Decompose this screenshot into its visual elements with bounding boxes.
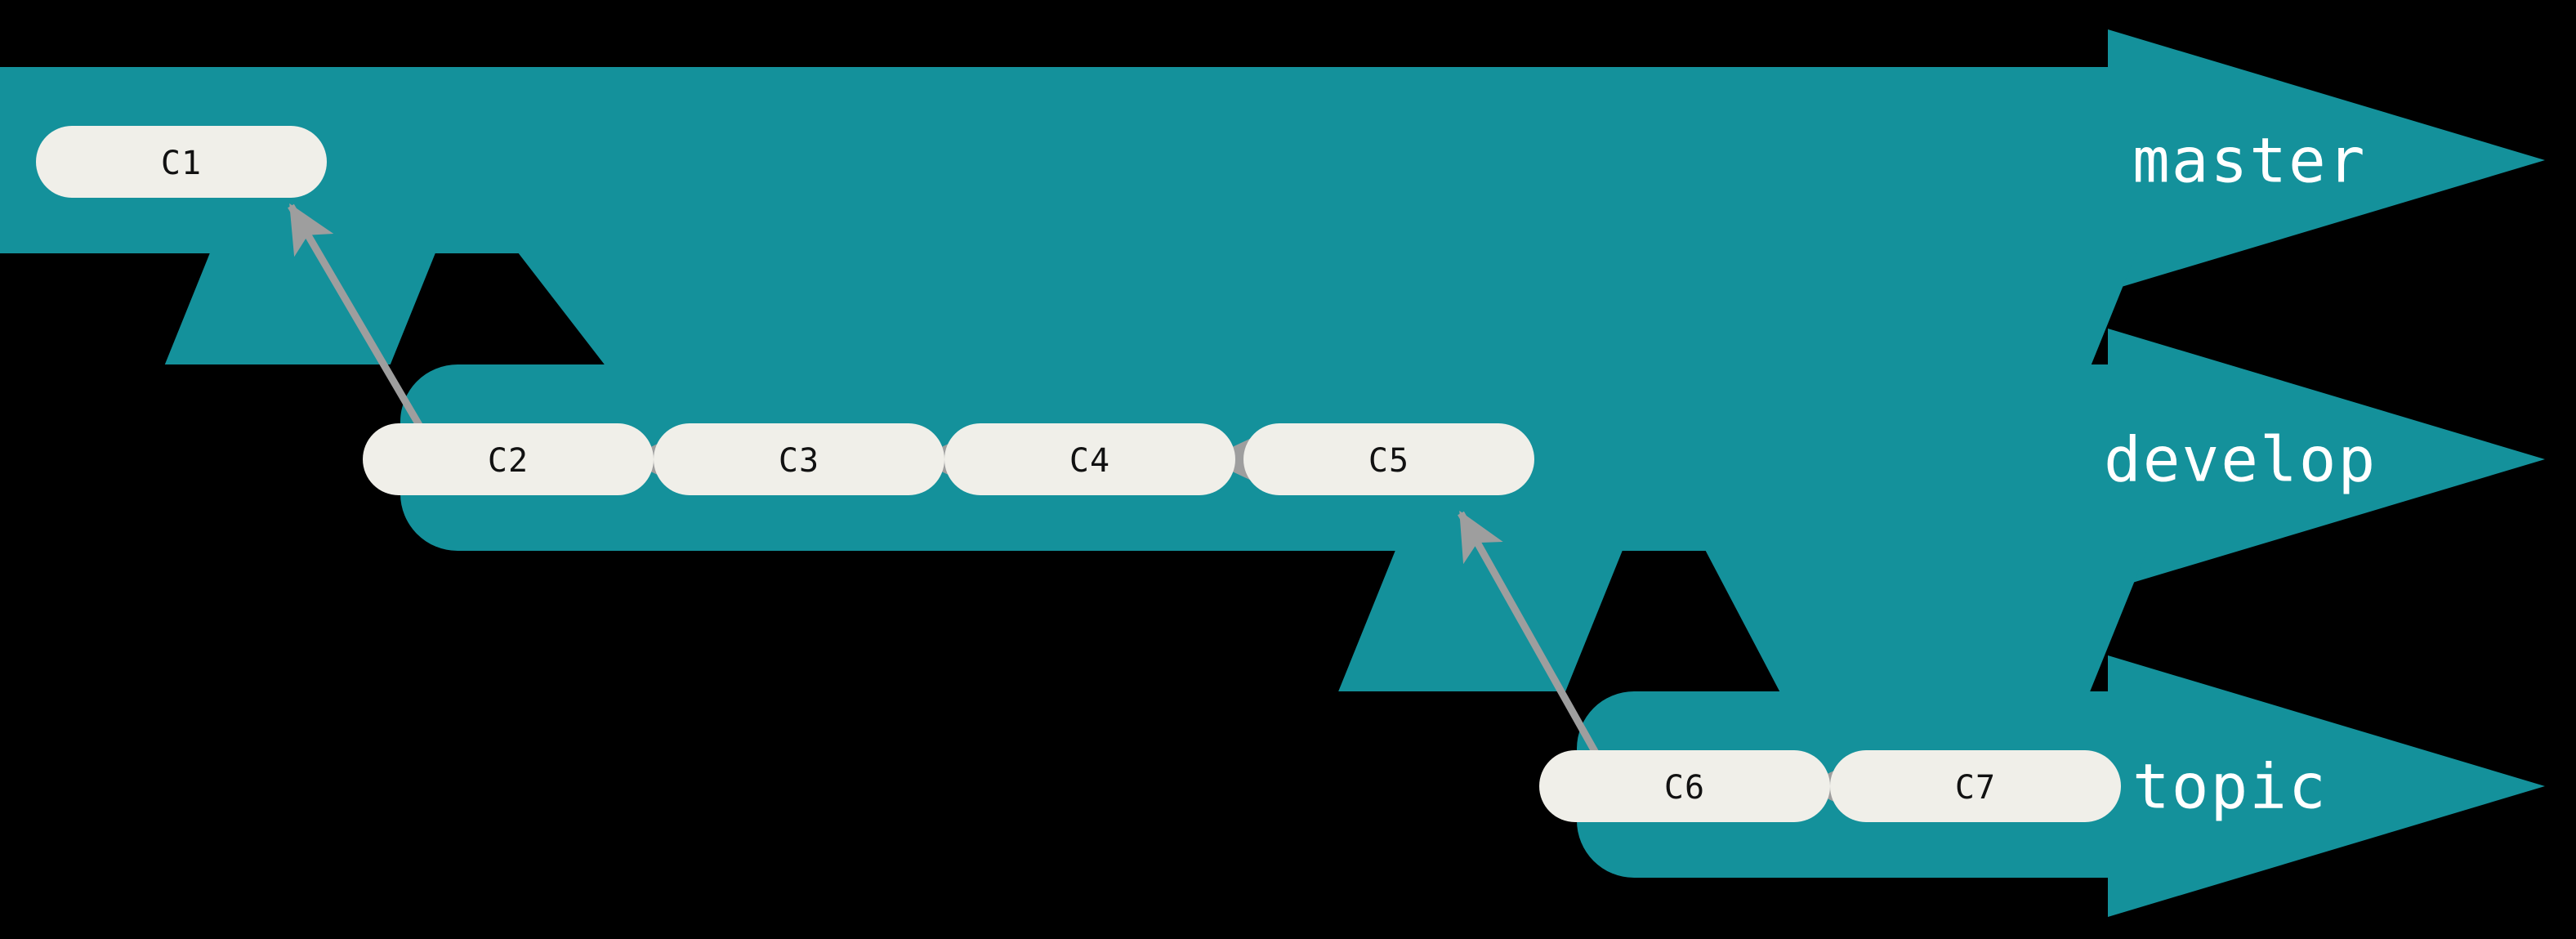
- commit-c1-shape: [36, 126, 327, 198]
- connector-master-to-develop: [164, 253, 435, 364]
- commit-c3-shape: [654, 423, 944, 495]
- branch-master-bar: [0, 67, 2108, 253]
- branch-topic-arrowhead: [2108, 655, 2545, 917]
- commit-c1[interactable]: C1: [36, 126, 327, 198]
- commit-c4-label: C4: [1069, 442, 1110, 480]
- branch-topic-label: topic: [2132, 750, 2328, 823]
- branch-develop-arrowhead: [2108, 329, 2545, 590]
- edge-c6-c5: [1458, 510, 1603, 762]
- connector-develop-to-topic: [1338, 551, 1623, 691]
- commit-c7[interactable]: C7: [1830, 750, 2121, 822]
- commit-c6-shape: [1539, 750, 1830, 822]
- branch-develop-label: develop: [2104, 423, 2377, 496]
- commit-c7-label: C7: [1955, 769, 1996, 807]
- commit-c1-label: C1: [161, 145, 202, 182]
- connector-develop-to-topic-right: [1705, 551, 2147, 691]
- connector-master-to-develop-right: [518, 253, 2136, 364]
- commit-c4-shape: [944, 423, 1235, 495]
- commit-c5[interactable]: C5: [1243, 423, 1534, 495]
- branch-master[interactable]: master: [0, 29, 2545, 291]
- commit-c2-shape: [363, 423, 654, 495]
- commit-c2-label: C2: [488, 442, 529, 480]
- commit-c2[interactable]: C2: [363, 423, 654, 495]
- edge-c2-c1: [288, 203, 428, 437]
- branch-master-label: master: [2132, 124, 2367, 197]
- commit-c4[interactable]: C4: [944, 423, 1235, 495]
- branch-master-arrowhead: [2108, 29, 2545, 291]
- commit-c6[interactable]: C6: [1539, 750, 1830, 822]
- commit-c5-label: C5: [1368, 442, 1409, 480]
- commit-c6-label: C6: [1664, 769, 1705, 807]
- commit-c3-label: C3: [779, 442, 819, 480]
- commit-c5-shape: [1243, 423, 1534, 495]
- commit-c3[interactable]: C3: [654, 423, 944, 495]
- commit-c7-shape: [1830, 750, 2121, 822]
